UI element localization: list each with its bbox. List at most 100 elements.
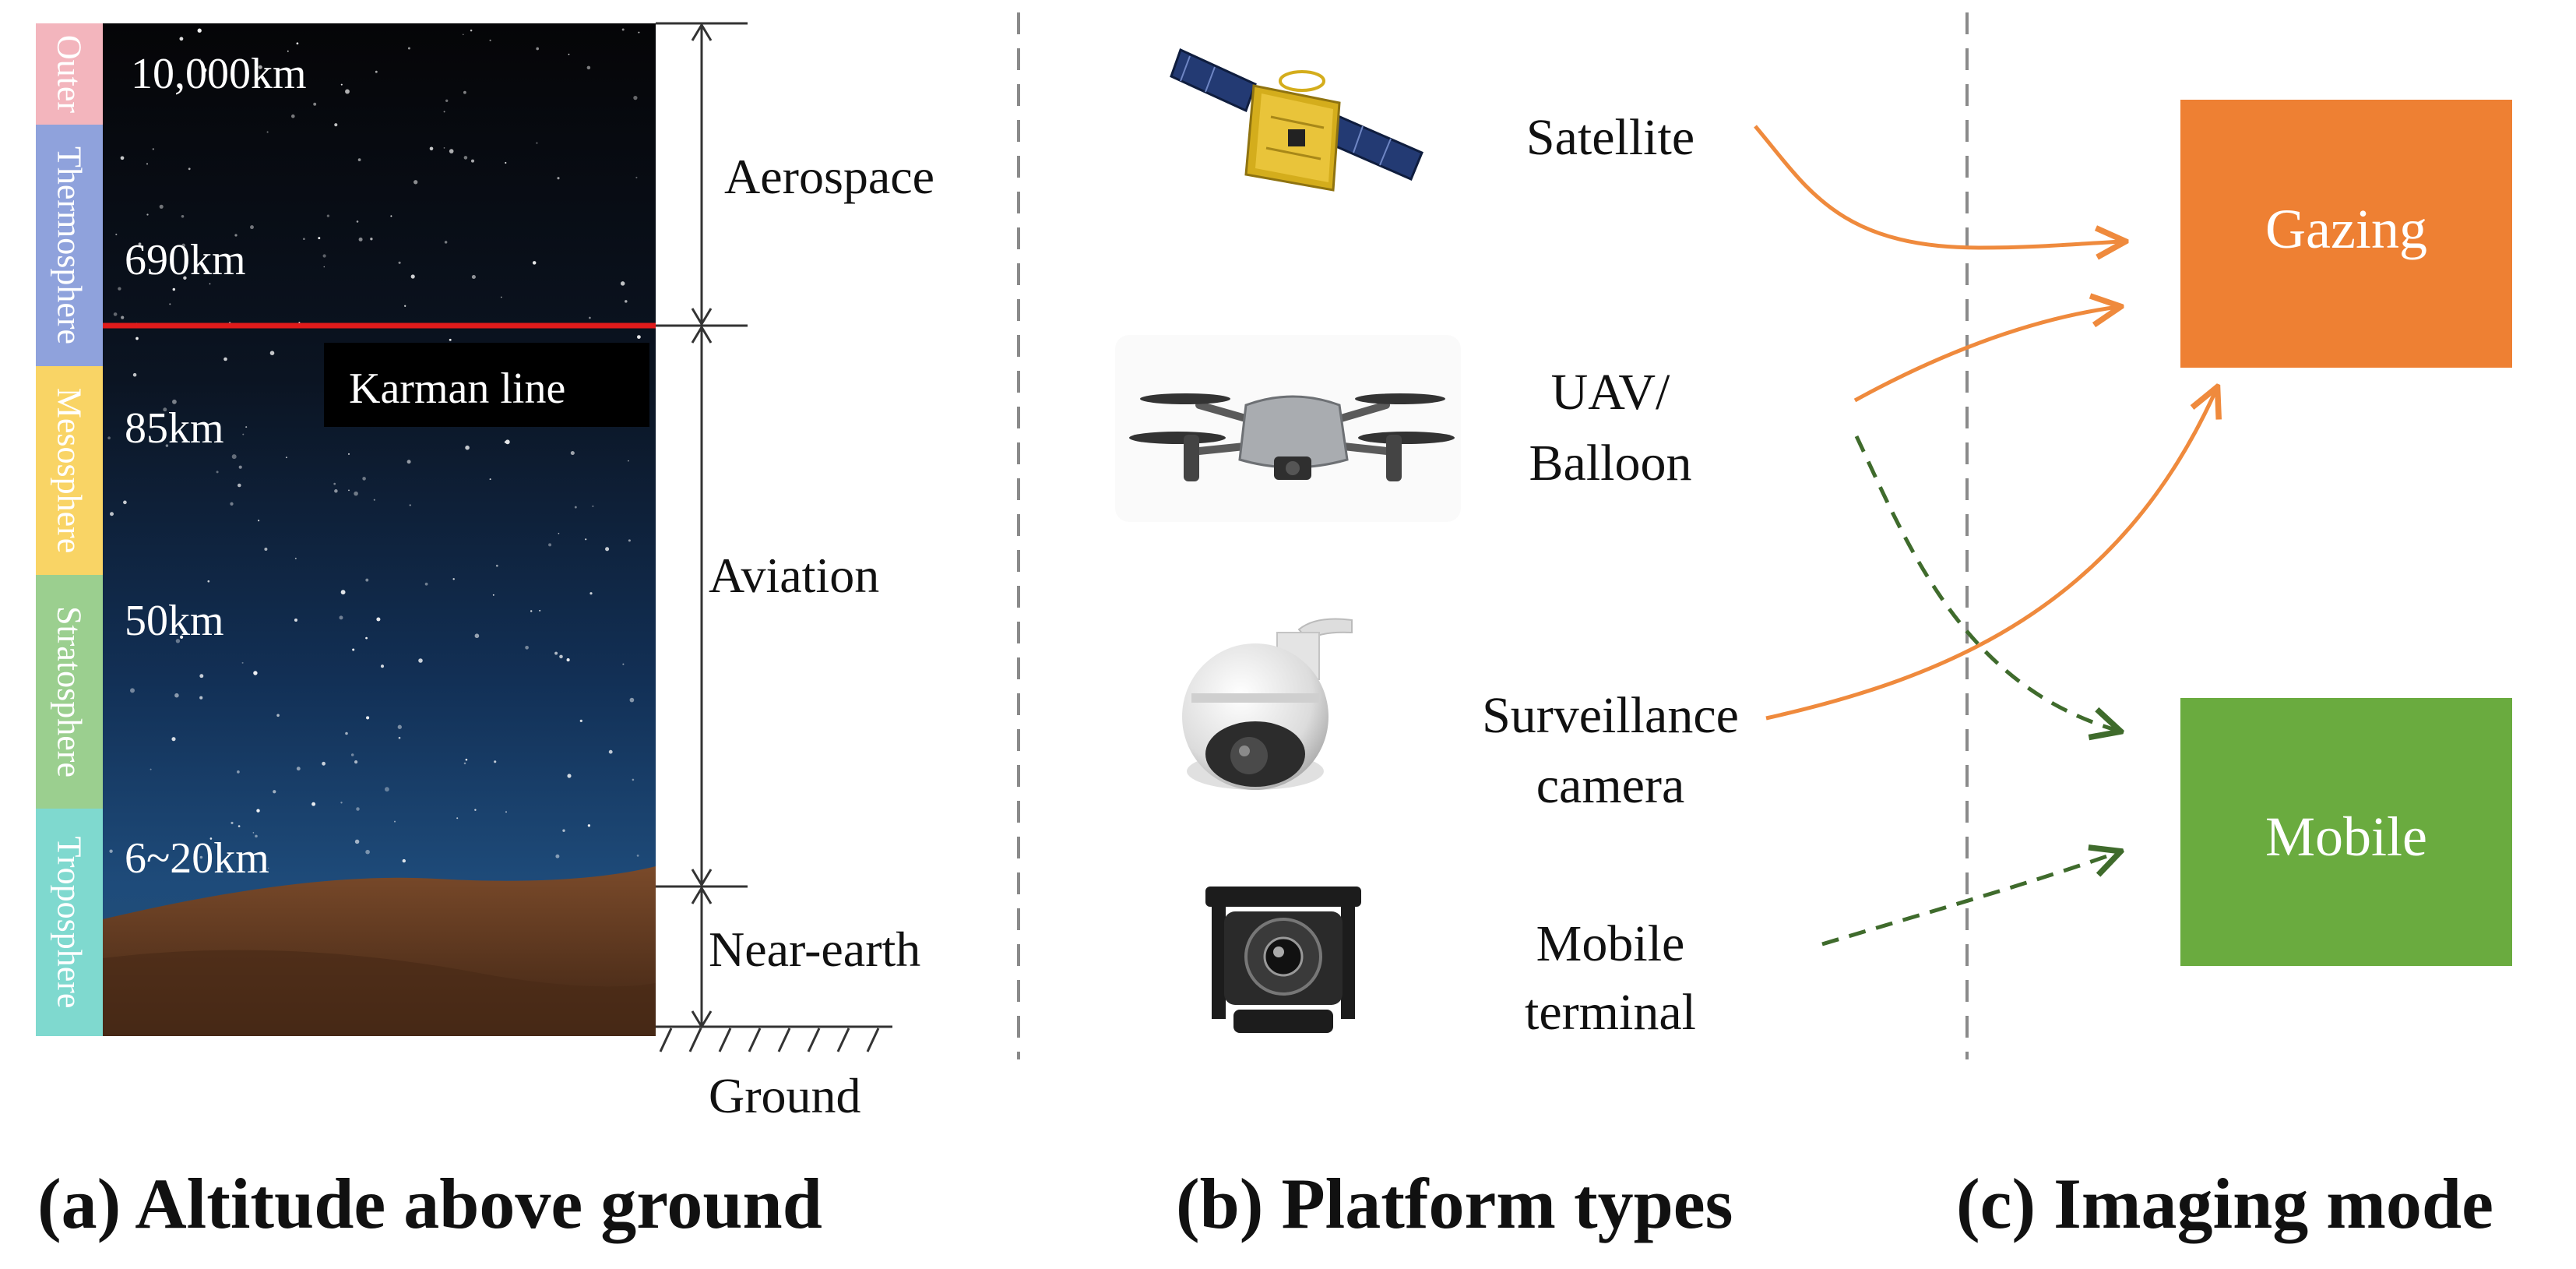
star (354, 491, 358, 496)
layer-thermosphere (36, 125, 103, 366)
star (558, 532, 560, 534)
star (146, 213, 149, 216)
height-label-690km: 690km (125, 236, 246, 284)
altitude-panel: Outer Thermosphere Mesosphere Stratosphe… (36, 22, 934, 1243)
star (559, 654, 563, 659)
layer-label-stratosphere: Stratosphere (51, 606, 89, 777)
star (169, 303, 171, 305)
star (269, 351, 275, 355)
star (625, 300, 628, 303)
star (255, 834, 258, 838)
star (352, 648, 355, 651)
star (424, 582, 428, 586)
star (567, 774, 572, 778)
star (463, 90, 466, 94)
star (568, 53, 570, 55)
star (489, 39, 491, 41)
star (579, 719, 582, 723)
star (238, 465, 242, 469)
height-label-6-20km: 6~20km (125, 834, 269, 883)
star (410, 274, 415, 279)
star (109, 849, 113, 853)
star (585, 538, 587, 541)
star (231, 454, 237, 460)
zone-label-near-earth: Near-earth (709, 922, 920, 977)
star (223, 357, 227, 361)
star (471, 274, 476, 280)
star (276, 714, 280, 717)
vehicle-camera-icon (1205, 887, 1361, 1033)
star (632, 778, 635, 781)
star (633, 95, 638, 100)
star (429, 146, 434, 151)
star (589, 592, 593, 595)
ground-label: Ground (709, 1068, 861, 1123)
star (354, 839, 360, 844)
star (110, 512, 114, 516)
ground-hatch (656, 1025, 892, 1052)
star (245, 426, 248, 428)
star (322, 761, 326, 766)
star (608, 749, 613, 754)
star (150, 768, 152, 770)
star (231, 821, 234, 824)
star (313, 102, 317, 106)
star (350, 753, 354, 756)
star (548, 543, 552, 547)
star (562, 829, 565, 832)
star (505, 439, 510, 445)
star (628, 539, 631, 542)
star (452, 578, 455, 580)
star (465, 758, 468, 761)
layer-label-thermosphere: Thermosphere (51, 146, 89, 344)
height-label-85km: 85km (125, 404, 224, 453)
star (345, 89, 350, 94)
caption-altitude: (a) Altitude above ground (37, 1164, 822, 1243)
star (318, 237, 321, 240)
star (474, 633, 480, 639)
star (115, 233, 118, 236)
zone-label-aerospace: Aerospace (724, 149, 934, 204)
star (394, 820, 396, 823)
star (462, 33, 464, 36)
arrow-surveillance-to-gazing (1765, 390, 2216, 721)
star (113, 312, 118, 316)
star (207, 580, 210, 583)
star (209, 283, 211, 285)
star (188, 167, 191, 171)
star (209, 837, 213, 840)
star (202, 68, 207, 72)
karman-label: Karman line (349, 365, 565, 413)
star (557, 177, 560, 180)
star (621, 28, 625, 31)
star (138, 242, 142, 246)
star (250, 225, 254, 230)
star (357, 158, 361, 161)
star (180, 635, 184, 639)
height-label-50km: 50km (125, 597, 224, 645)
star (296, 42, 299, 45)
platform-label-uav: UAV/ (1551, 364, 1670, 421)
height-label-10000km: 10,000km (131, 50, 307, 98)
star (536, 47, 540, 51)
layer-stratosphere (36, 575, 103, 809)
arrow-terminal-to-mobile (1821, 852, 2118, 946)
star (296, 767, 301, 771)
star (135, 337, 139, 340)
karman-label-box (324, 343, 649, 427)
star (365, 849, 370, 855)
layer-label-outer: Outer (51, 35, 89, 114)
star (470, 29, 473, 32)
star (443, 111, 445, 113)
star (340, 802, 343, 804)
platform-panel: Satellite UAV/ Balloon (1115, 48, 2216, 1243)
star (443, 147, 445, 149)
star (323, 266, 326, 268)
star (333, 482, 336, 485)
star (530, 610, 533, 612)
star (492, 594, 494, 596)
star (365, 578, 369, 582)
star (230, 502, 234, 506)
night-sky-image (103, 23, 656, 1036)
star (266, 131, 269, 133)
